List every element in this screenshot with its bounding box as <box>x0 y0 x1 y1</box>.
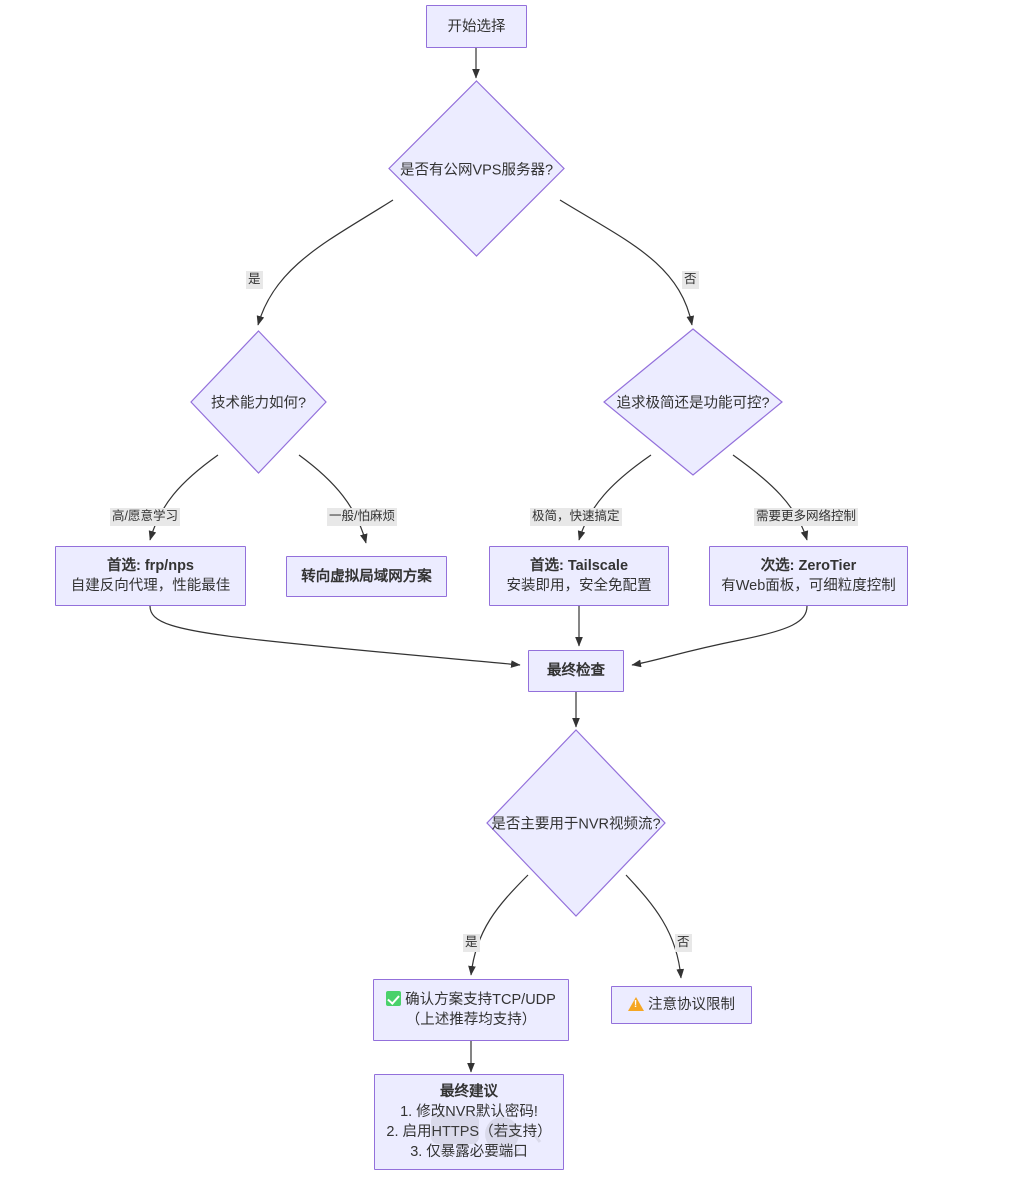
node-frp-desc: 自建反向代理，性能最佳 <box>70 578 231 594</box>
node-final-check[interactable]: 最终检查 <box>528 650 624 692</box>
node-protocol-warning[interactable]: 注意协议限制 <box>611 986 752 1024</box>
node-tcp-udp-note: （上述推荐均支持） <box>405 1012 537 1028</box>
diamond-shape-nvr <box>486 729 666 917</box>
node-virtual-lan-title: 转向虚拟局域网方案 <box>301 568 432 585</box>
diamond-shape-simple <box>603 328 783 476</box>
node-tailscale-desc: 安装即用，安全免配置 <box>506 578 652 594</box>
node-final-advice-item-2: 2. 启用HTTPS（若支持） <box>386 1124 552 1140</box>
node-question-simple[interactable]: 追求极简还是功能可控? <box>603 328 783 476</box>
edge-label-vps-yes: 是 <box>246 271 263 289</box>
node-tailscale-title: 首选: Tailscale <box>529 558 629 574</box>
edge-label-nvr-yes: 是 <box>463 934 480 952</box>
node-final-advice[interactable]: 最终建议 1. 修改NVR默认密码! 2. 启用HTTPS（若支持） 3. 仅暴… <box>374 1074 564 1170</box>
node-question-nvr-label: 是否主要用于NVR视频流? <box>491 816 661 833</box>
edge-frp-to-final-check <box>149 605 521 668</box>
diamond-shape-skill <box>190 330 327 474</box>
node-tcp-udp-support[interactable]: 确认方案支持TCP/UDP （上述推荐均支持） <box>373 979 569 1041</box>
edge-zerotier-to-final-check <box>631 605 808 668</box>
node-final-advice-item-1: 1. 修改NVR默认密码! <box>400 1104 538 1120</box>
node-question-vps[interactable]: 是否有公网VPS服务器? <box>388 80 565 257</box>
edge-label-nvr-no: 否 <box>675 934 692 952</box>
node-start-label: 开始选择 <box>447 18 506 35</box>
node-question-simple-label: 追求极简还是功能可控? <box>616 395 770 412</box>
edge-vps-no-to-simple <box>559 199 695 326</box>
edge-label-skill-normal: 一般/怕麻烦 <box>327 508 397 526</box>
node-zerotier-title: 次选: ZeroTier <box>760 558 857 574</box>
node-frp-nps[interactable]: 首选: frp/nps 自建反向代理，性能最佳 <box>55 546 246 606</box>
node-final-advice-title: 最终建议 <box>440 1084 498 1100</box>
node-zerotier[interactable]: 次选: ZeroTier 有Web面板，可细粒度控制 <box>709 546 908 606</box>
node-question-skill[interactable]: 技术能力如何? <box>190 330 327 474</box>
node-zerotier-desc: 有Web面板，可细粒度控制 <box>721 578 896 594</box>
node-tcp-udp-title: 确认方案支持TCP/UDP <box>405 992 556 1008</box>
node-question-skill-label: 技术能力如何? <box>210 395 307 412</box>
node-tailscale[interactable]: 首选: Tailscale 安装即用，安全免配置 <box>489 546 669 606</box>
edge-label-simple-control: 需要更多网络控制 <box>754 508 859 526</box>
node-question-nvr[interactable]: 是否主要用于NVR视频流? <box>486 729 666 917</box>
warning-icon <box>628 997 644 1011</box>
diamond-shape-vps <box>388 80 565 257</box>
node-question-vps-label: 是否有公网VPS服务器? <box>399 162 554 178</box>
node-protocol-warning-label: 注意协议限制 <box>648 997 735 1013</box>
edge-vps-yes-to-skill <box>256 199 394 326</box>
node-frp-title: 首选: frp/nps <box>107 558 194 574</box>
check-icon <box>386 991 402 1006</box>
node-start[interactable]: 开始选择 <box>426 5 527 48</box>
edge-label-simple-minimal: 极简，快速搞定 <box>530 508 622 526</box>
node-final-advice-item-3: 3. 仅暴露必要端口 <box>410 1144 528 1160</box>
edge-label-vps-no: 否 <box>682 271 699 289</box>
node-virtual-lan[interactable]: 转向虚拟局域网方案 <box>286 556 447 597</box>
edge-label-skill-high: 高/愿意学习 <box>110 508 180 526</box>
node-final-check-label: 最终检查 <box>547 663 605 679</box>
